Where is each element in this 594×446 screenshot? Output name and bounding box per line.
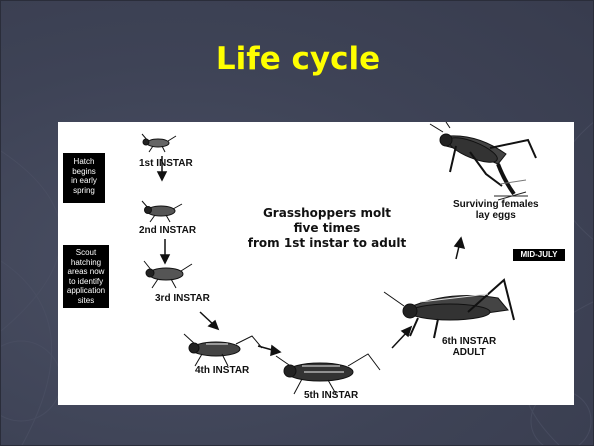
egg-laying-female-icon <box>430 122 536 200</box>
stage-label-5th: 5th INSTAR <box>304 390 358 401</box>
stage-label-4th: 4th INSTAR <box>195 365 249 376</box>
stage-label-6th-adult: 6th INSTAR ADULT <box>442 336 496 358</box>
second-instar-nymph-icon <box>142 201 182 222</box>
eggs-label-line2: lay eggs <box>453 210 539 221</box>
arrows <box>158 156 464 355</box>
hatch-note-line1: Hatch <box>63 157 105 167</box>
scout-note-line6: sites <box>63 296 109 306</box>
molt-note-line1: Grasshoppers molt <box>238 206 416 221</box>
hatch-note-line2: begins <box>63 167 105 177</box>
fourth-instar-nymph-icon <box>184 334 262 366</box>
eggs-label: Surviving females lay eggs <box>453 199 539 221</box>
hatch-note-line4: spring <box>63 186 105 196</box>
slide-title: Life cycle <box>1 41 594 77</box>
scout-note-line4: to identify <box>63 277 109 287</box>
molt-note: Grasshoppers molt five times from 1st in… <box>238 206 416 251</box>
adult-grasshopper-icon <box>384 280 514 338</box>
scout-note-line3: areas now <box>63 267 109 277</box>
life-cycle-diagram: 1st INSTAR 2nd INSTAR 3rd INSTAR 4th INS… <box>58 122 574 405</box>
stage-label-6th-line2: ADULT <box>442 347 496 358</box>
scout-note-box: Scout hatching areas now to identify app… <box>63 245 109 308</box>
hatch-note-line3: in early <box>63 176 105 186</box>
scout-note-line1: Scout <box>63 248 109 258</box>
fifth-instar-nymph-icon <box>276 354 380 394</box>
stage-label-2nd: 2nd INSTAR <box>139 225 196 236</box>
first-instar-nymph-icon <box>142 134 176 152</box>
third-instar-nymph-icon <box>144 261 192 288</box>
molt-note-line3: from 1st instar to adult <box>238 236 416 251</box>
hatch-note-box: Hatch begins in early spring <box>63 153 105 203</box>
stage-label-6th-line1: 6th INSTAR <box>442 336 496 347</box>
eggs-label-line1: Surviving females <box>453 199 539 210</box>
stage-label-1st: 1st INSTAR <box>139 158 193 169</box>
scout-note-line2: hatching <box>63 258 109 268</box>
diagram-drawing <box>58 122 574 405</box>
molt-note-line2: five times <box>238 221 416 236</box>
stage-label-3rd: 3rd INSTAR <box>155 293 210 304</box>
date-tag: MID-JULY <box>513 249 565 261</box>
scout-note-line5: application <box>63 286 109 296</box>
